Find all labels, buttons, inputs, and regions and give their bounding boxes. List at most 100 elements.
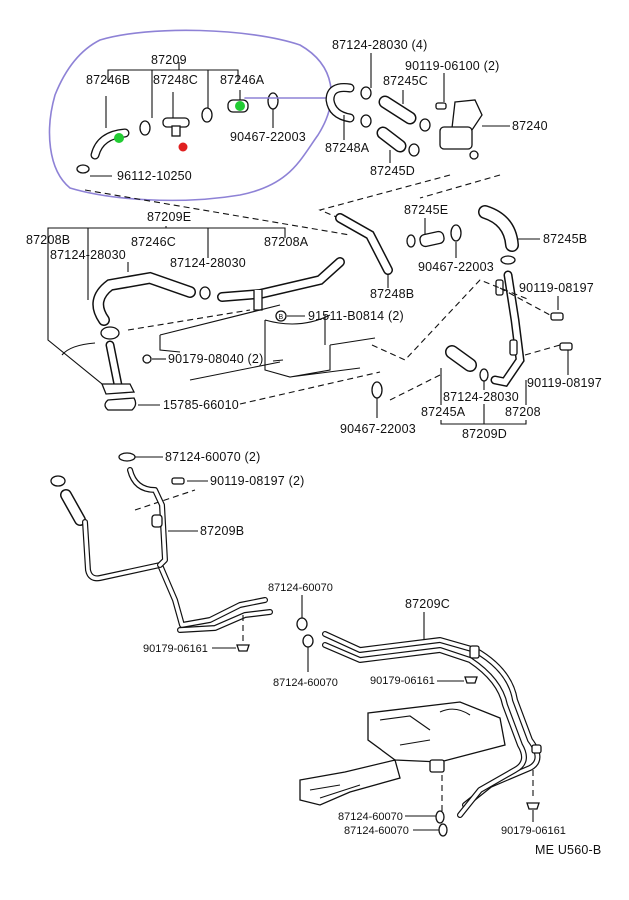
bracket-icon — [151, 514, 163, 528]
label-87124-28030-4[interactable]: 87124-28030 (4) — [332, 38, 427, 52]
label-87209E: 87209E — [147, 210, 191, 224]
group-87209C: 87124-60070 87124-60070 87209C 90179-061… — [268, 582, 601, 857]
clamp-icon — [406, 234, 416, 248]
hose-87245B[interactable] — [478, 205, 519, 252]
clamp-icon — [296, 617, 308, 631]
label-90119-08197-2[interactable]: 90119-08197 (2) — [210, 474, 305, 488]
clamp-icon — [139, 120, 151, 136]
group-87209B: 87124-60070 (2) 90119-08197 (2) 87209B 9… — [50, 450, 305, 655]
hose-87245C[interactable] — [378, 95, 417, 125]
clamp-icon — [118, 452, 136, 462]
label-87245E[interactable]: 87245E — [404, 203, 448, 217]
clamp-icon — [435, 810, 445, 824]
label-87245C[interactable]: 87245C — [383, 74, 428, 88]
pipe-87209B[interactable] — [60, 467, 273, 633]
label-90179-06161[interactable]: 90179-06161 — [370, 675, 435, 687]
label-87209B[interactable]: 87209B — [200, 524, 244, 538]
label-87124-60070[interactable]: 87124-60070 — [338, 811, 403, 823]
clamp-icon — [302, 634, 314, 648]
hose-87246C[interactable] — [92, 271, 196, 326]
label-90179-06161[interactable]: 90179-06161 — [501, 825, 566, 837]
clamp-icon — [419, 118, 431, 132]
label-87124-28030[interactable]: 87124-28030 — [50, 248, 126, 262]
clamp-icon — [201, 107, 213, 123]
label-90467-22003[interactable]: 90467-22003 — [340, 422, 416, 436]
clamp-icon — [438, 823, 448, 837]
label-87209C[interactable]: 87209C — [405, 597, 450, 611]
label-87208A[interactable]: 87208A — [264, 235, 309, 249]
clip-icon — [267, 92, 279, 110]
dashed-connector — [419, 174, 501, 199]
dashed-connector — [524, 344, 561, 356]
label-87245B[interactable]: 87245B — [543, 232, 587, 246]
bolt-icon — [171, 477, 185, 485]
dashed-connector — [134, 489, 196, 511]
label-87246A[interactable]: 87246A — [220, 73, 265, 87]
clamp-icon — [100, 326, 120, 340]
nut-icon — [464, 676, 478, 684]
valve-group: 87124-28030 (4) 90119-06100 (2) 87245C 8… — [325, 38, 548, 178]
label-90179-08040-2[interactable]: 90179-08040 (2) — [168, 352, 263, 366]
clip-icon — [76, 164, 90, 174]
label-87246C[interactable]: 87246C — [131, 235, 176, 249]
annotation-outline — [48, 29, 332, 202]
gasket-icon — [104, 397, 137, 411]
label-87245A[interactable]: 87245A — [421, 405, 466, 419]
bracket-icon — [531, 744, 542, 754]
bolt-icon — [559, 342, 573, 351]
dashed-connector — [239, 371, 381, 405]
pipe-87208B[interactable] — [105, 340, 123, 390]
bracket-icon — [253, 290, 263, 311]
bracket-icon — [469, 645, 480, 659]
pipe-87208[interactable] — [490, 270, 525, 387]
flange-icon — [101, 383, 136, 395]
nut-icon — [526, 802, 540, 810]
label-91511-B0814-2[interactable]: 91511-B0814 (2) — [308, 309, 404, 323]
dashed-connector — [127, 309, 251, 331]
label-87245D[interactable]: 87245D — [370, 164, 415, 178]
label-87124-60070[interactable]: 87124-60070 — [268, 582, 333, 594]
valve-87240[interactable] — [439, 99, 483, 160]
label-90467-22003[interactable]: 90467-22003 — [418, 260, 494, 274]
hose-87245A[interactable] — [445, 345, 477, 372]
clamp-icon — [500, 255, 516, 265]
label-87124-60070[interactable]: 87124-60070 — [344, 825, 409, 837]
label-87209: 87209 — [151, 53, 187, 67]
dashed-connector — [371, 279, 531, 361]
label-15785-66010[interactable]: 15785-66010 — [163, 398, 239, 412]
pipe-87248B[interactable] — [335, 213, 393, 275]
label-90119-08197[interactable]: 90119-08197 — [519, 281, 594, 295]
label-90179-06161[interactable]: 90179-06161 — [143, 643, 208, 655]
clamp-icon — [408, 143, 420, 157]
bolt-b-icon — [275, 310, 287, 322]
hose-87245E[interactable] — [419, 230, 445, 248]
green-marker-87246B — [114, 133, 124, 143]
label-87208[interactable]: 87208 — [505, 405, 541, 419]
label-87246B[interactable]: 87246B — [86, 73, 130, 87]
group-87209D: 87248B 87245E 90467-22003 87245B 90119-0… — [335, 203, 602, 441]
label-90119-06100-2[interactable]: 90119-06100 (2) — [405, 59, 500, 73]
label-87124-60070-2[interactable]: 87124-60070 (2) — [165, 450, 260, 464]
label-96112-10250[interactable]: 96112-10250 — [117, 169, 192, 183]
bolt-icon — [435, 102, 447, 110]
label-87124-28030[interactable]: 87124-28030 — [170, 256, 246, 270]
clamp-icon — [199, 286, 211, 300]
label-90467-22003[interactable]: 90467-22003 — [230, 130, 306, 144]
tee-joint-87248C[interactable] — [162, 117, 190, 137]
label-87248B[interactable]: 87248B — [370, 287, 414, 301]
label-87240[interactable]: 87240 — [512, 119, 548, 133]
hose-87245D[interactable] — [376, 126, 407, 153]
label-90119-08197[interactable]: 90119-08197 — [527, 376, 602, 390]
label-87248C[interactable]: 87248C — [153, 73, 198, 87]
bracket-icon — [509, 339, 518, 356]
label-87248A[interactable]: 87248A — [325, 141, 370, 155]
pipe-87208A[interactable] — [217, 257, 345, 302]
clamp-icon — [479, 368, 489, 382]
clamp-icon — [50, 475, 66, 487]
heater-unit[interactable] — [299, 701, 506, 806]
hose-87248A[interactable] — [325, 83, 355, 123]
label-87124-60070[interactable]: 87124-60070 — [273, 677, 338, 689]
label-87124-28030[interactable]: 87124-28030 — [443, 390, 519, 404]
nut-icon — [142, 354, 152, 364]
diagram-code: ME U560-B — [535, 843, 601, 857]
